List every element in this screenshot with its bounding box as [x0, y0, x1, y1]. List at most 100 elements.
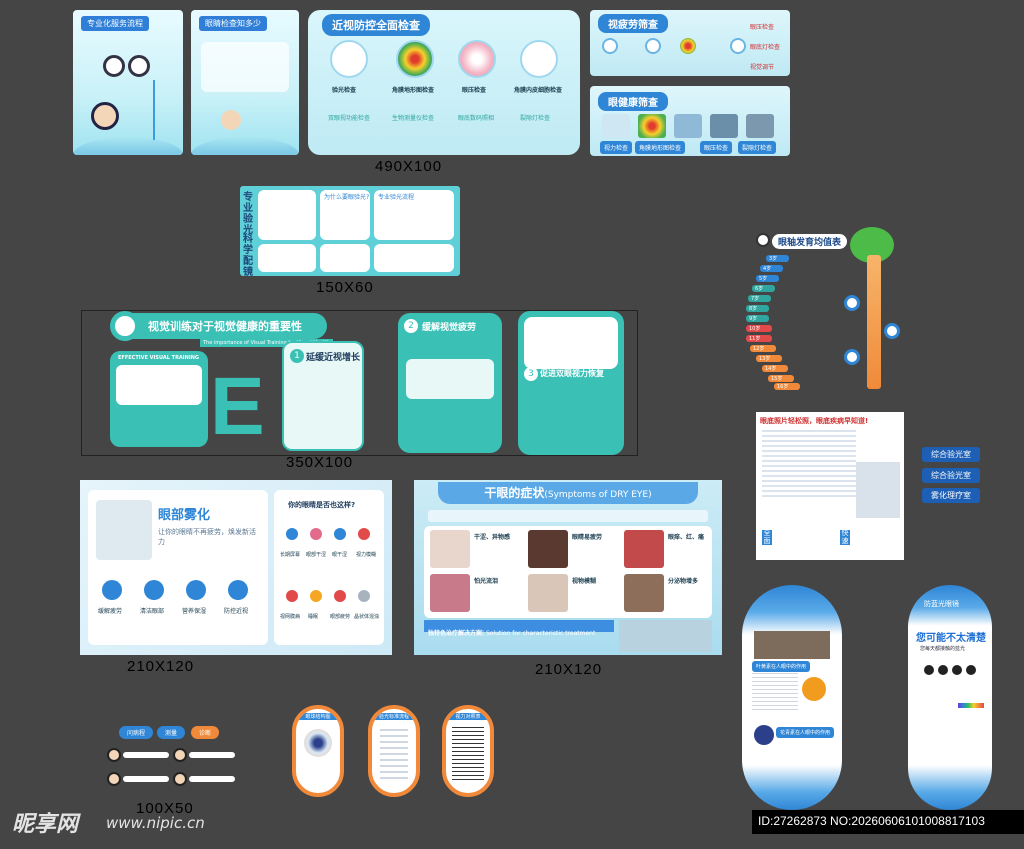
marigold-icon [802, 677, 826, 701]
q2-text: 专业验光流程 [378, 194, 415, 201]
age-14: 16岁 [774, 383, 801, 390]
benefit-card-3: 3 促进双眼视力恢复 [518, 311, 624, 455]
check-item-4: 角膜内皮细胞检查 [514, 87, 563, 94]
symptom-icon [358, 590, 370, 602]
growth-chart-panel: 眼轴发育均值表 3岁 4岁 5岁 6岁 7岁 8岁 9岁 10岁 11岁 12岁… [742, 225, 912, 390]
fog-feature-1: 缓解疲劳 [98, 608, 123, 615]
exam-icon [730, 38, 746, 54]
eh-photo-4 [710, 114, 738, 138]
visual-fatigue-panel: 视疲劳筛查 眼压检查 眼底灯检查 视觉调节 [590, 10, 790, 76]
fog-desc: 让你的眼睛不再疲劳，焕发新活力 [158, 528, 256, 546]
flow-bar [123, 776, 169, 782]
age-13: 15岁 [768, 375, 795, 382]
room-sign-1: 综合验光室 [922, 447, 980, 462]
fog-right-title: 你的眼睛是否也这样? [288, 501, 356, 509]
pro-card-1 [258, 190, 316, 240]
eh-photo-5 [746, 114, 774, 138]
dry-eye-intro [428, 510, 708, 522]
timeline-line [153, 80, 155, 140]
blueberry-icon [754, 725, 774, 745]
num-3: 3 [524, 367, 538, 381]
pro-card-2: 为什么要眼验光? [320, 190, 370, 240]
age-1: 3岁 [766, 255, 790, 262]
flow-bar [189, 776, 235, 782]
spectrum-bar [958, 703, 984, 708]
dry-symptom-2: 眼睛易疲劳 [572, 534, 603, 541]
device-icon [924, 665, 934, 675]
age-6: 8岁 [746, 305, 770, 312]
small-oval-2-title: 验光标准流程 [374, 713, 414, 720]
benefit-1: 延缓近视增长 [306, 353, 361, 363]
device-icon [966, 665, 976, 675]
fog-feature-icon-1 [102, 580, 122, 600]
check-subitem-2: 生物测量仪检查 [392, 115, 435, 122]
lutein-photo [754, 631, 830, 659]
person-illustration [221, 110, 241, 130]
fog-right-card: 你的眼睛是否也这样? 长期屏幕 眼部干涩 眼干涩 视力模糊 视网膜病 睡眠 眼部… [274, 490, 384, 645]
flow-bar [123, 752, 169, 758]
size-label-1: 490X100 [375, 158, 443, 175]
info-card [201, 42, 289, 92]
symptom-icon [334, 590, 346, 602]
symptom-2: 眼部干涩 [306, 552, 327, 558]
dry-symptom-4: 怕光流泪 [474, 578, 499, 585]
dry-eye-photo-3 [624, 530, 664, 568]
blue-light-oval: 防蓝光眼镜 您可能不太清楚 您每天都接触的蓝光 [908, 585, 992, 810]
solution-title-en: | Solution for characteristic treatment [482, 630, 596, 637]
size-label-4: 210X120 [127, 658, 195, 675]
fog-feature-icon-2 [144, 580, 164, 600]
age-4: 6岁 [752, 285, 776, 292]
eh-photo-2 [638, 114, 666, 138]
dry-symptom-6: 分泌物增多 [668, 578, 699, 585]
eye-icon [844, 349, 860, 365]
eh-item-3: 眼压检查 [700, 141, 733, 154]
doctor-avatar [107, 772, 121, 786]
fog-feature-icon-4 [228, 580, 248, 600]
fundus-title: 眼底照片轻松照，眼底疾病早知道! [760, 417, 869, 425]
dry-symptom-5: 视物模糊 [572, 578, 597, 585]
pro-vertical-2: 科学配镜 [243, 234, 253, 276]
symptom-icon [358, 528, 370, 540]
symptom-icon [286, 528, 298, 540]
eh-item-4: 裂隙灯检查 [738, 141, 777, 154]
dry-eye-title-en: (Symptoms of DRY EYE) [544, 490, 652, 500]
watermark-bar: ID:27262873 NO:20260606101008817103 [752, 810, 1024, 834]
size-label-6: 100X50 [136, 800, 194, 817]
fog-feature-3: 营养保湿 [182, 608, 207, 615]
myopia-check-panel: 近视防控全面检查 验光检查 角膜地形图检查 眼压检查 角膜内皮细胞检查 双眼视功… [308, 10, 580, 155]
eye-icon [844, 295, 860, 311]
solution-bar: 独特色治疗解决方案| Solution for characteristic t… [424, 620, 614, 637]
lutein-title: 叶黄素在人眼中的作用 [752, 661, 811, 672]
lutein-text [752, 673, 798, 713]
vf-title: 视疲劳筛查 [598, 14, 668, 33]
symptom-8: 晶状体混浊 [354, 614, 380, 620]
pro-card-6 [374, 244, 454, 272]
fog-left-card: 眼部雾化 让你的眼睛不再疲劳，焕发新活力 缓解疲劳 清洁眼部 营养保湿 防控近视 [88, 490, 268, 645]
age-8: 10岁 [746, 325, 773, 332]
vf-item-1: 眼压检查 [750, 24, 775, 31]
age-7: 9岁 [746, 315, 770, 322]
dry-eye-title: 干眼的症状 [484, 486, 545, 500]
symptom-5: 视网膜病 [280, 614, 301, 620]
exam-icon [680, 38, 696, 54]
room-sign-2: 综合验光室 [922, 468, 980, 483]
solution-photo [619, 620, 712, 652]
age-11: 13岁 [756, 355, 783, 362]
num-1: 1 [290, 349, 304, 363]
training-title: 视觉训练对于视觉健康的重要性 [148, 320, 302, 333]
pro-card-3: 专业验光流程 [374, 190, 454, 240]
num-2: 2 [404, 319, 418, 333]
device-icon [938, 665, 948, 675]
watermark-logo: 昵享网 [12, 812, 79, 837]
device-icon [952, 665, 962, 675]
fog-title: 眼部雾化 [158, 508, 211, 523]
fundus-text-block [762, 430, 856, 500]
process-panel: 专业化服务流程 [73, 10, 183, 155]
small-oval-3: 视力对照表 [442, 705, 494, 797]
blue-light-sub: 您每天都接触的蓝光 [920, 646, 966, 652]
watermark-id: ID:27262873 NO:20260606101008817103 [758, 814, 985, 828]
benefit-3-inner [524, 317, 618, 369]
check-subitem-4: 裂隙灯检查 [520, 115, 551, 122]
benefit-card-2: 2 缓解视觉疲劳 [398, 313, 502, 453]
small-oval-2-list [380, 729, 408, 779]
